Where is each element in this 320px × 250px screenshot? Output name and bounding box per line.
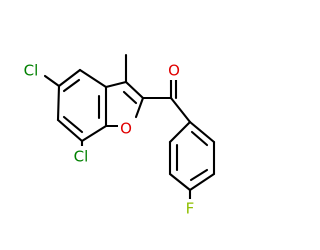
bond-c7-c7a [80, 124, 108, 143]
fluorine-label-bg [182, 199, 198, 217]
bond-c4-c5 [57, 68, 82, 88]
bond-c5-c6 [56, 84, 61, 122]
bond-c2-o1 [134, 96, 145, 119]
bond-fp-inner-1 [190, 130, 209, 147]
chlorine-top-label: Cl [24, 62, 39, 80]
chlorine-bottom-label: Cl [74, 148, 89, 166]
carbonyl-oxygen-label-bg [166, 62, 182, 80]
cl-bottom-label-bg [69, 146, 93, 165]
bond-c4-c5-inner [62, 78, 81, 93]
structure-canvas: Cl Cl O O F [20, 53, 216, 218]
bond-fp-c3-c4 [188, 172, 216, 192]
bond-fp-c6-c1 [168, 120, 192, 144]
bond-carbonyl-to-aryl [169, 96, 192, 124]
bond-c3-c2 [124, 80, 145, 100]
bond-c3-c2-inner [122, 90, 138, 105]
atom-labels: Cl Cl O O F [20, 60, 198, 218]
carbonyl-oxygen-label: O [168, 62, 180, 80]
furan-oxygen-label: O [120, 120, 132, 138]
bond-c3a-c3 [104, 80, 128, 89]
fluorine-label: F [186, 200, 195, 218]
bond-fp-c1-c2 [188, 120, 216, 144]
bond-c5-cl [43, 74, 61, 88]
bond-c3a-c4 [78, 68, 108, 89]
bond-fp-c4-c5 [168, 172, 192, 192]
bond-c6-c7-inner [62, 115, 84, 134]
bond-network [43, 53, 216, 204]
cl-top-label-bg [20, 60, 44, 79]
furan-oxygen-label-bg [118, 120, 134, 138]
chemical-structure-diagram: Cl Cl O O F [20, 53, 216, 218]
bond-fp-inner-2 [189, 168, 209, 182]
bond-c6-c7 [56, 118, 84, 143]
